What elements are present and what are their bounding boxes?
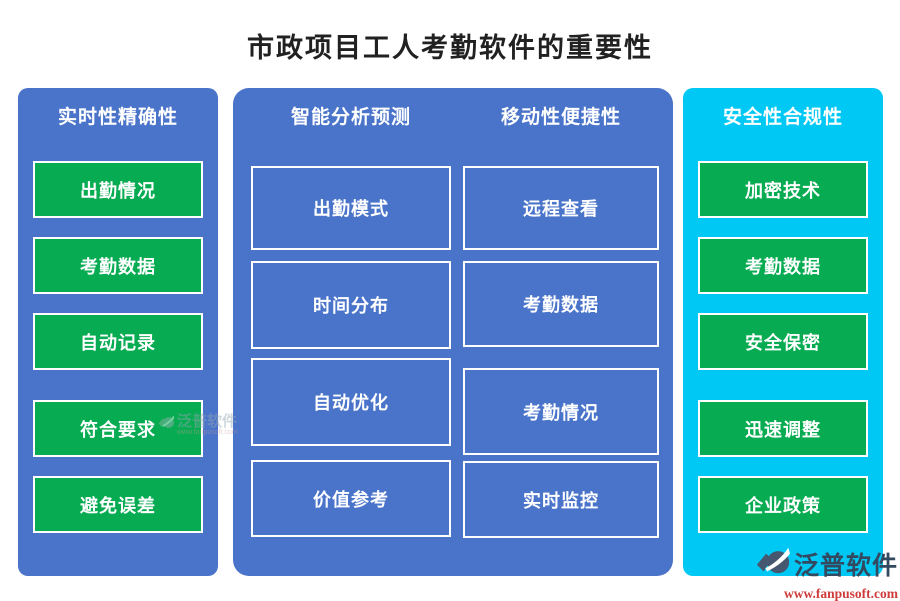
panel-mobility-header: 移动性便捷性 [500,107,621,128]
panel-item: 避免误差 [33,476,203,533]
panel-realtime-accuracy: 实时性精确性 出勤情况 考勤数据 自动记录 符合要求 避免误差 [18,88,218,576]
panel-item: 出勤情况 [33,161,203,218]
panel-item: 时间分布 [251,261,451,349]
fanpu-logo-icon [756,546,790,585]
panel-item: 考勤情况 [463,368,659,455]
panel-item: 自动记录 [33,313,203,370]
panel-item: 考勤数据 [463,261,659,347]
panel-item: 企业政策 [698,476,868,533]
fanpu-logo: 泛普软件 www.fanpusoft.com [750,546,898,601]
panel-security-compliance: 安全性合规性 加密技术 考勤数据 安全保密 迅速调整 企业政策 [683,88,883,576]
panel-item: 考勤数据 [33,237,203,294]
panel-item: 出勤模式 [251,166,451,250]
panel-item: 远程查看 [463,166,659,250]
logo-url-link[interactable]: www.fanpusoft.com [783,586,898,601]
panel-item: 价值参考 [251,460,451,537]
panel-item: 加密技术 [698,161,868,218]
panel-item: 符合要求 [33,400,203,457]
panel-item: 考勤数据 [698,237,868,294]
panel-security-compliance-header: 安全性合规性 [722,107,843,128]
panel-realtime-accuracy-header: 实时性精确性 [57,107,178,128]
page-title: 市政项目工人考勤软件的重要性 [247,33,653,63]
panel-analysis-mobility: 智能分析预测 移动性便捷性 出勤模式 时间分布 自动优化 价值参考 远程查看 考… [233,88,673,576]
panel-item: 迅速调整 [698,400,868,457]
panel-smart-analysis-header: 智能分析预测 [290,107,411,128]
panel-item: 实时监控 [463,461,659,538]
panel-item: 安全保密 [698,313,868,370]
logo-name: 泛普软件 [793,551,898,580]
panel-item: 自动优化 [251,358,451,446]
